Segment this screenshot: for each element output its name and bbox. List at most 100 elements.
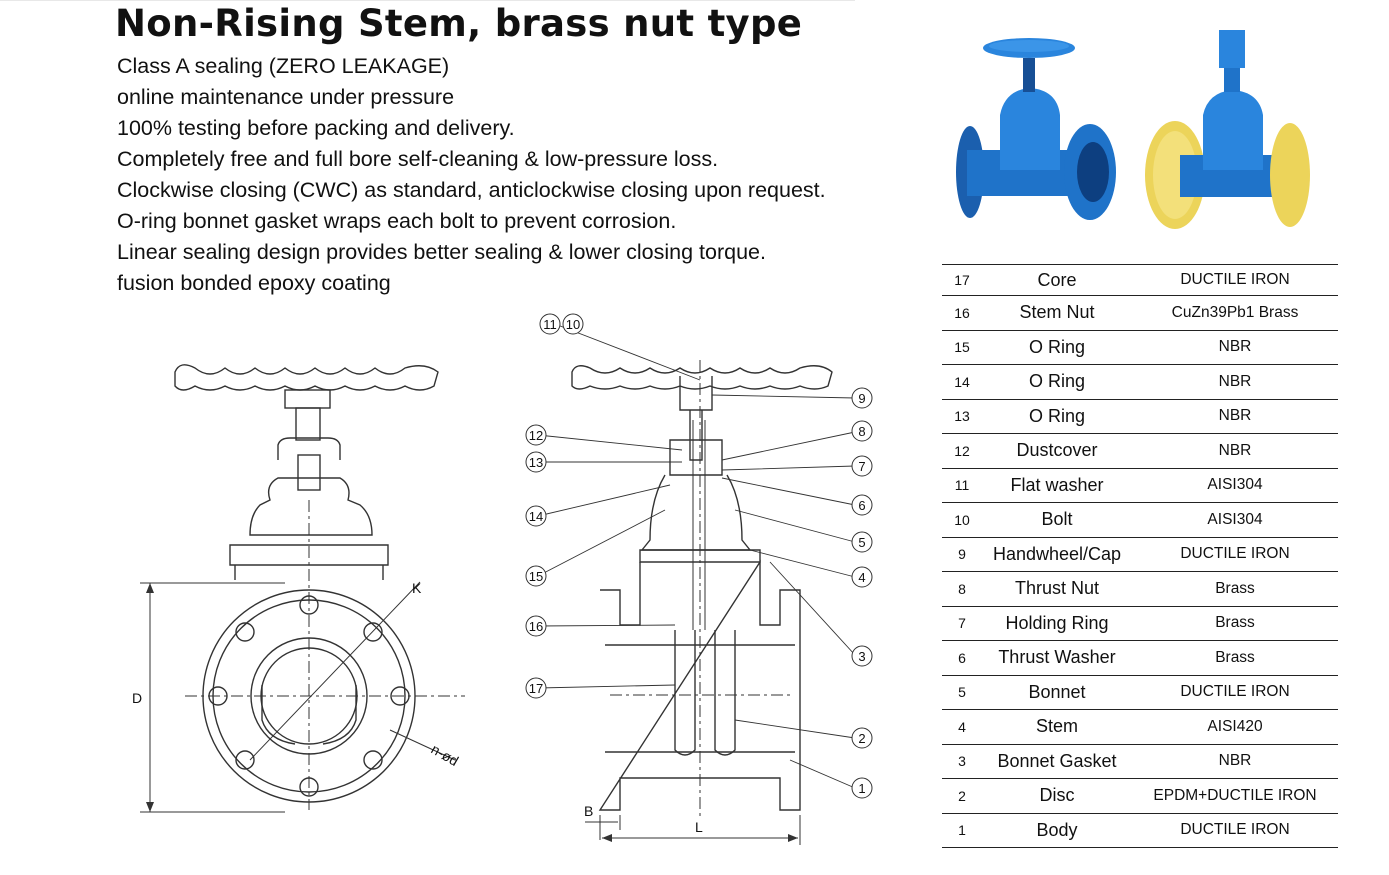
- callout-10: 10: [562, 313, 584, 335]
- callout-17: 17: [525, 677, 547, 699]
- svg-text:2: 2: [858, 731, 865, 746]
- callout-2: 2: [851, 727, 873, 749]
- part-number: 2: [942, 778, 982, 813]
- callout-5: 5: [851, 531, 873, 553]
- part-name: Stem: [982, 709, 1132, 744]
- svg-text:5: 5: [858, 535, 865, 550]
- part-name: Bonnet: [982, 674, 1132, 710]
- dimension-nd-label: n-ød: [429, 741, 462, 769]
- page-title: Non-Rising Stem, brass nut type: [115, 2, 803, 45]
- part-name: Body: [982, 812, 1132, 848]
- part-number: 7: [942, 605, 982, 641]
- valve-photo-flanged: [956, 38, 1116, 220]
- callout-13: 13: [525, 451, 547, 473]
- part-material: Brass: [1132, 605, 1338, 641]
- svg-text:12: 12: [529, 428, 543, 443]
- dimension-k-label: K: [412, 580, 422, 596]
- part-material: CuZn39Pb1 Brass: [1132, 295, 1338, 330]
- svg-text:14: 14: [529, 509, 543, 524]
- front-view: [140, 364, 465, 813]
- part-number: 6: [942, 640, 982, 675]
- part-material: DUCTILE IRON: [1132, 674, 1338, 710]
- part-name: Disc: [982, 778, 1132, 813]
- feature-item: Clockwise closing (CWC) as standard, ant…: [117, 178, 826, 202]
- svg-text:9: 9: [858, 391, 865, 406]
- feature-item: Class A sealing (ZERO LEAKAGE): [117, 54, 450, 78]
- part-material: EPDM+DUCTILE IRON: [1132, 778, 1338, 813]
- dimension-b-label: B: [584, 803, 593, 819]
- feature-item: fusion bonded epoxy coating: [117, 271, 391, 295]
- part-material: DUCTILE IRON: [1132, 536, 1338, 572]
- svg-text:17: 17: [529, 681, 543, 696]
- callout-11: 11: [539, 313, 561, 335]
- svg-text:1: 1: [858, 781, 865, 796]
- section-view: [537, 323, 856, 845]
- feature-item: O-ring bonnet gasket wraps each bolt to …: [117, 209, 677, 233]
- callout-15: 15: [525, 565, 547, 587]
- feature-list: Class A sealing (ZERO LEAKAGE) online ma…: [117, 51, 826, 299]
- feature-item: 100% testing before packing and delivery…: [117, 116, 515, 140]
- svg-text:3: 3: [858, 649, 865, 664]
- part-material: AISI304: [1132, 502, 1338, 537]
- part-number: 16: [942, 295, 982, 330]
- part-name: Thrust Washer: [982, 640, 1132, 675]
- part-name: O Ring: [982, 364, 1132, 399]
- callout-16: 16: [525, 615, 547, 637]
- feature-item: Linear sealing design provides better se…: [117, 240, 766, 264]
- callout-9: 9: [851, 387, 873, 409]
- part-number: 5: [942, 674, 982, 710]
- feature-item: online maintenance under pressure: [117, 85, 455, 109]
- part-name: O Ring: [982, 398, 1132, 434]
- callout-7: 7: [851, 455, 873, 477]
- part-material: AISI420: [1132, 709, 1338, 744]
- part-number: 11: [942, 467, 982, 503]
- part-number: 8: [942, 571, 982, 606]
- part-name: Flat washer: [982, 467, 1132, 503]
- part-name: O Ring: [982, 329, 1132, 365]
- dimension-l-label: L: [695, 819, 703, 835]
- part-material: Brass: [1132, 640, 1338, 675]
- part-material: NBR: [1132, 364, 1338, 399]
- callout-8: 8: [851, 420, 873, 442]
- part-material: Brass: [1132, 571, 1338, 606]
- svg-text:6: 6: [858, 498, 865, 513]
- part-name: Core: [982, 264, 1132, 296]
- part-number: 15: [942, 329, 982, 365]
- svg-text:10: 10: [566, 317, 580, 332]
- svg-text:7: 7: [858, 459, 865, 474]
- svg-text:11: 11: [543, 317, 557, 332]
- part-number: 14: [942, 364, 982, 399]
- part-material: DUCTILE IRON: [1132, 812, 1338, 848]
- part-number: 17: [942, 264, 982, 296]
- valve-photo-capped: [1145, 30, 1310, 229]
- callout-14: 14: [525, 505, 547, 527]
- part-name: Stem Nut: [982, 295, 1132, 330]
- part-number: 12: [942, 433, 982, 468]
- product-photos: [956, 30, 1310, 229]
- part-material: NBR: [1132, 743, 1338, 779]
- part-material: NBR: [1132, 329, 1338, 365]
- callout-6: 6: [851, 494, 873, 516]
- part-number: 3: [942, 743, 982, 779]
- svg-text:8: 8: [858, 424, 865, 439]
- part-number: 9: [942, 536, 982, 572]
- valve-technical-drawing: D K n-ød B L 11 10 9 8 7 6 5 4 3 2 1 12 …: [132, 313, 873, 845]
- part-name: Dustcover: [982, 433, 1132, 468]
- feature-item: Completely free and full bore self-clean…: [117, 147, 719, 171]
